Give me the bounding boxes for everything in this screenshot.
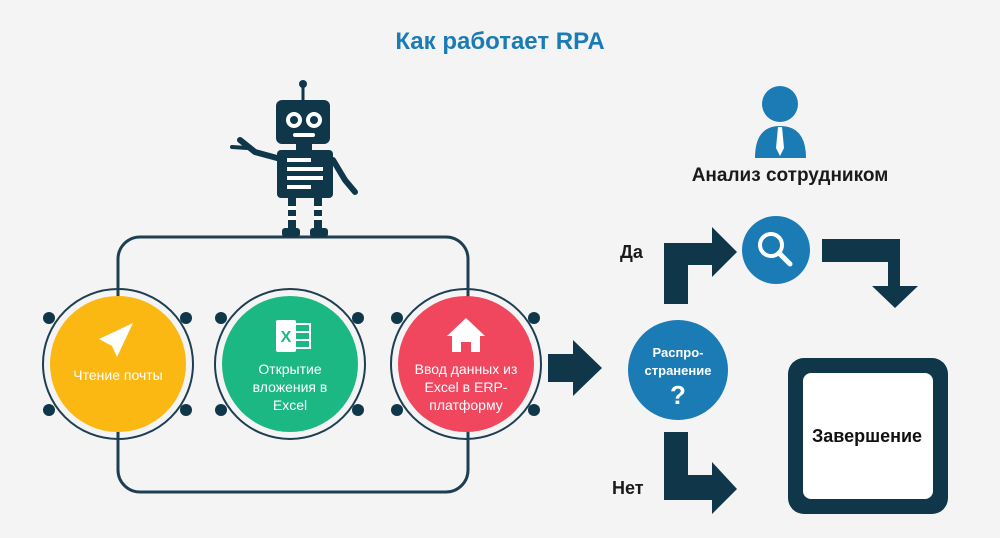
svg-text:X: X [281, 329, 292, 346]
diagram-title: Как работает RPA [395, 28, 605, 55]
decision-node [628, 320, 728, 420]
person-icon [755, 86, 806, 158]
arrow-yes [664, 227, 737, 304]
step-label-open-attachment: Открытие вложения в Excel [252, 361, 328, 413]
excel-icon: X [276, 320, 311, 352]
end-box-inner [803, 373, 933, 499]
end-label: Завершение [811, 426, 923, 446]
step-enter-data [390, 288, 542, 440]
step-reading-mail [42, 288, 194, 440]
step-open-attachment: X [214, 288, 366, 440]
branch-yes-label: Да [620, 242, 643, 262]
paper-plane-icon [99, 323, 133, 357]
branch-no-label: Нет [612, 478, 644, 498]
decision-label: Распро-странение [644, 345, 712, 378]
analysis-label: Анализ сотрудником [691, 165, 889, 186]
magnifier-icon [758, 232, 793, 267]
analysis-node [742, 216, 810, 284]
step-label-reading-mail: Чтение почты [73, 367, 163, 383]
decision-symbol: ? [670, 380, 686, 410]
arrow-to-end [822, 239, 918, 308]
house-icon [447, 318, 485, 352]
robot-icon [230, 80, 358, 237]
step-label-enter-data: Ввод данных из Excel в ERP-платформу [414, 361, 518, 413]
arrow-no [664, 432, 737, 514]
arrow-to-decision [548, 340, 602, 396]
